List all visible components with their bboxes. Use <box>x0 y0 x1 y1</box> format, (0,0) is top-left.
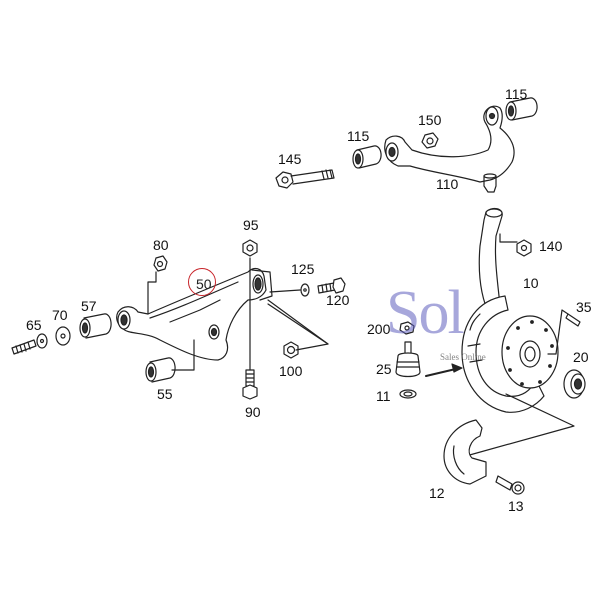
washer-125-icon <box>300 283 310 297</box>
pin-35-icon <box>565 313 581 327</box>
nut-80-icon <box>153 255 168 272</box>
part-label-145: 145 <box>278 151 302 167</box>
part-label-110: 110 <box>436 176 459 192</box>
part-label-115: 115 <box>505 86 528 102</box>
part-label-100: 100 <box>279 363 303 379</box>
nut-140-icon <box>516 239 532 257</box>
part-label-65: 65 <box>26 317 42 333</box>
bolt-145-icon <box>275 169 335 189</box>
part-label-35: 35 <box>576 299 592 315</box>
part-label-125: 125 <box>291 261 315 277</box>
part-label-50: 50 <box>196 276 212 292</box>
part-label-95: 95 <box>243 217 259 233</box>
lower-arm-50-icon <box>116 267 273 361</box>
part-label-55: 55 <box>157 386 173 402</box>
threaded-rod-65-icon <box>11 339 37 355</box>
part-label-140: 140 <box>539 238 563 254</box>
highlight-circle-part-50 <box>188 268 216 296</box>
bolt-90-icon <box>242 369 258 400</box>
snap-ring-11-icon <box>399 389 417 399</box>
bushing-57-icon <box>79 313 112 339</box>
lower-arm-group <box>11 239 346 400</box>
part-label-70: 70 <box>52 307 68 323</box>
upper-arm-group <box>275 97 538 193</box>
nut-150-icon <box>421 132 439 149</box>
ball-joint-25-icon <box>395 341 421 378</box>
part-label-10: 10 <box>523 275 539 291</box>
bushing-55-icon <box>145 357 176 383</box>
wheel-hub-icon <box>501 315 559 389</box>
part-label-13: 13 <box>508 498 524 514</box>
wheel-bearing-20-icon <box>563 369 586 399</box>
upper-arm-110-icon <box>384 105 515 193</box>
brake-dust-shield-icon <box>461 295 545 413</box>
part-label-150: 150 <box>418 112 442 128</box>
part-label-20: 20 <box>573 349 589 365</box>
washer-65-icon <box>36 333 48 349</box>
shield-plate-12-icon <box>443 419 487 485</box>
washer-70-icon <box>55 326 71 346</box>
part-label-120: 120 <box>326 292 350 308</box>
bolt-13-icon <box>495 475 525 495</box>
nut-200-icon <box>399 321 415 335</box>
watermark-tagline: Sales Online <box>440 352 486 362</box>
bushing-115b-icon <box>505 97 538 121</box>
part-label-200: 200 <box>367 321 391 337</box>
bushing-115a-icon <box>352 145 382 169</box>
knuckle-group <box>395 207 586 495</box>
part-label-12: 12 <box>429 485 445 501</box>
part-label-80: 80 <box>153 237 169 253</box>
nut-95-icon <box>242 239 258 257</box>
bolt-120-icon <box>317 277 346 294</box>
part-label-90: 90 <box>245 404 261 420</box>
watermark-logo: Sol <box>386 279 465 347</box>
part-label-115: 115 <box>347 128 370 144</box>
part-label-25: 25 <box>376 361 392 377</box>
part-label-11: 11 <box>376 388 391 404</box>
nut-100-icon <box>283 341 299 359</box>
steering-knuckle-10-icon <box>478 207 503 317</box>
part-label-57: 57 <box>81 298 97 314</box>
